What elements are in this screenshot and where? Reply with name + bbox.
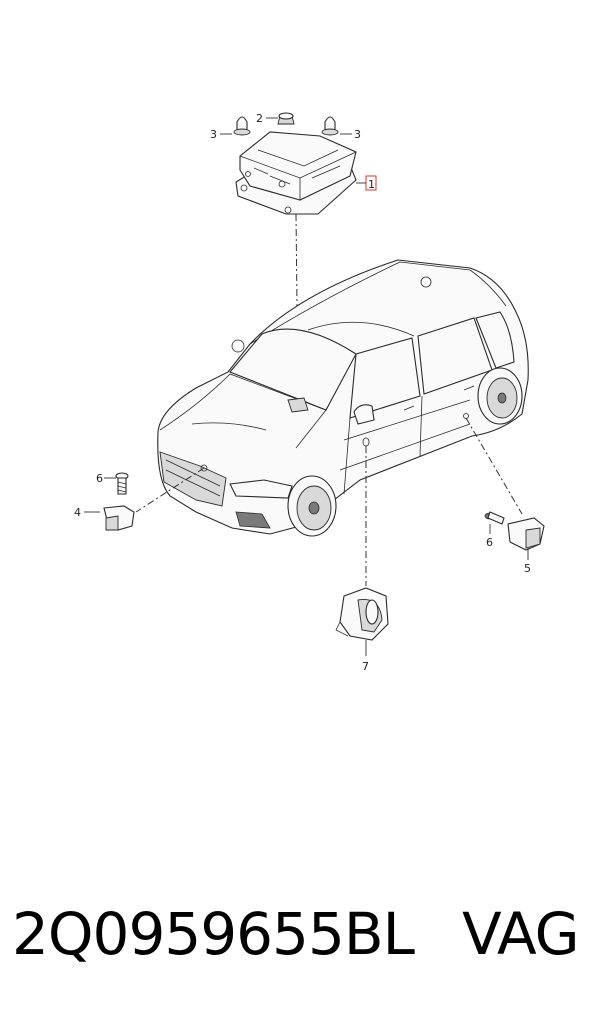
parts-diagram: 1 2 3 3 4 5 6 6 7 <box>74 112 545 673</box>
callout-5: 5 <box>524 562 531 575</box>
callout-3-left: 3 <box>210 128 217 141</box>
car-illustration <box>157 259 529 537</box>
callout-1: 1 <box>368 178 375 191</box>
nut-part <box>266 112 295 125</box>
screw-rear-part <box>484 511 505 534</box>
callout-4: 4 <box>74 506 81 519</box>
callout-7: 7 <box>362 660 369 673</box>
door-sensor-part <box>335 587 389 656</box>
callout-6-rear: 6 <box>486 536 493 549</box>
brand-name: VAG <box>462 900 580 968</box>
mount-line-front <box>135 467 205 513</box>
bolt-right-part <box>321 116 352 136</box>
airbag-control-unit <box>235 131 357 215</box>
screw-front-part <box>104 472 129 495</box>
rear-sensor-part <box>507 517 545 560</box>
mount-line-rear <box>465 417 523 515</box>
callout-2: 2 <box>256 112 263 125</box>
bolt-left-part <box>220 116 251 136</box>
front-sensor-part <box>84 505 135 531</box>
callout-6-front: 6 <box>96 472 103 485</box>
part-number: 2Q0959655BL <box>12 900 415 968</box>
callout-3-right: 3 <box>354 128 361 141</box>
